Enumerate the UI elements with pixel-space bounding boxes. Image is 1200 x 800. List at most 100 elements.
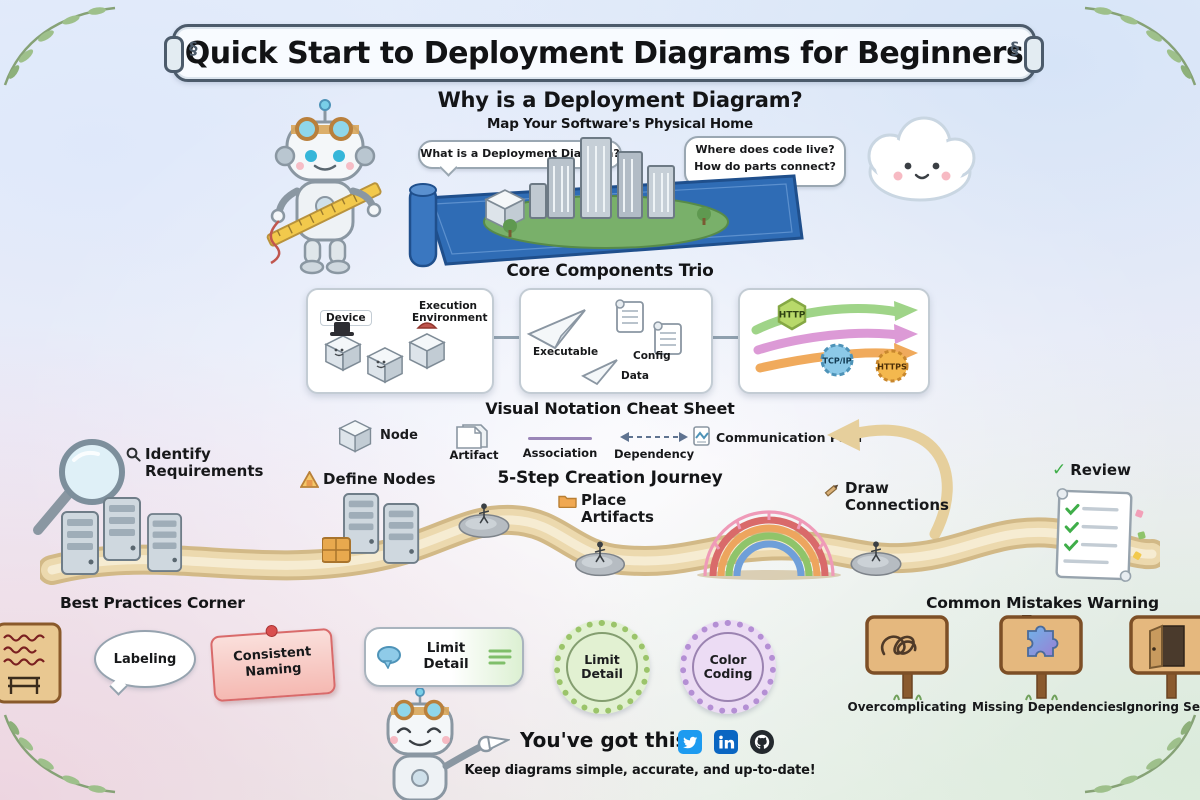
folder-icon [558,495,577,508]
step5-label: Review [1070,461,1131,479]
corner-vine-bottom-left [3,713,117,796]
corner-vine-top-left [3,4,117,87]
svg-text:HTTP: HTTP [779,311,806,321]
speech-bubble-line1: Where does code live? [695,143,835,156]
title-banner: § § Quick Start to Deployment Diagrams f… [164,24,1044,82]
banner-scroll-ornament-right: § [1010,39,1020,59]
server-rack-left [61,497,183,575]
list-lines-icon [488,649,512,665]
robot-mascot [266,99,382,275]
speech-bubble-what-is-text: What is a Deployment Diagram? [420,147,620,160]
labeling-bubble: Labeling [94,630,196,688]
review-checklist-scroll [1055,488,1146,582]
path-stone-3 [850,540,902,576]
step-place-artifacts: Place Artifacts [558,492,664,526]
association-label: Association [522,446,598,460]
footer-tagline: Keep diagrams simple, accurate, and up-t… [464,763,816,778]
cloud-character [867,116,976,202]
path-stone-2 [574,540,626,577]
magnifier-illustration [33,439,125,535]
ignoring-security-sign [1129,615,1200,699]
protocol-badge-tcpip: TCP/IP [820,343,854,377]
communication-path-label: Communication Path [716,430,862,445]
protocol-badge-https: HTTPS [875,349,909,383]
best-practices-heading: Best Practices Corner [60,594,245,612]
swoop-arrow [827,419,953,540]
missing-dependencies-label: Missing Dependencies [972,700,1123,714]
footer-robot [386,688,510,800]
twitter-icon [678,730,702,754]
protocol-badge-http: HTTP [777,297,807,331]
executable-label: Executable [533,346,599,358]
execution-environment-label: Execution Environment [412,300,488,325]
ignoring-security-label: Ignoring Security [1122,700,1200,714]
badge-inner-ring [692,632,764,702]
banner-scroll-ornament-left: § [189,39,198,59]
core-box-artifacts: Executable Config Data [519,288,713,394]
overcomplicating-label: Overcomplicating [847,700,967,714]
city-buildings [529,137,675,219]
protocol-arrows: HTTP TCP/IP HTTPS [751,297,918,383]
artifact-icon [456,424,488,449]
limit-detail-pill: Limit Detail [364,627,524,687]
server-rack-define [322,493,420,564]
cube-characters [325,322,445,383]
pencil-icon [824,484,839,497]
linkedin-icon [714,730,739,754]
poster-title: Quick Start to Deployment Diagrams for B… [184,35,1024,71]
github-icon [750,730,775,754]
config-label: Config [633,350,671,362]
journey-heading: 5-Step Creation Journey [497,468,723,488]
social-icons [678,730,781,754]
consistent-naming-label: Consistent Naming [232,644,312,681]
journey-path [40,504,1160,585]
notation-heading: Visual Notation Cheat Sheet [485,399,735,418]
overcomplicating-sign [865,615,949,701]
svg-text:TCP/IP: TCP/IP [823,357,852,366]
corner-vine-top-right [1083,4,1197,87]
step-identify-requirements: Identify Requirements [126,445,264,480]
step-review: ✓ Review [1052,462,1131,479]
node-triangle-icon [300,471,319,488]
step4-label: Draw Connections [845,479,949,514]
device-label: Device [320,310,372,327]
box-connector-1 [488,336,521,339]
step3-label: Place Artifacts [581,491,654,526]
data-label: Data [621,370,649,382]
dependency-arrow-icon [620,432,688,442]
limit-detail-badge-label: Limit Detail [581,651,623,681]
speech-bubble-icon [377,646,401,669]
step-draw-connections: Draw Connections [824,479,949,514]
banner-endcap-right [1024,36,1044,73]
core-box-nodes: Device Execution Environment [306,288,494,394]
step-define-nodes: Define Nodes [300,471,436,488]
step1-label: Identify Requirements [145,445,264,480]
box-connector-2 [707,336,740,339]
banner-endcap-left [164,36,184,73]
dependency-label: Dependency [614,447,695,461]
artifact-icons [526,299,682,386]
check-icon: ✓ [1052,460,1067,480]
labeling-label: Labeling [113,651,177,667]
missing-dependencies-sign [999,615,1083,701]
color-coding-label: Color Coding [703,651,753,681]
rainbow-bridge [697,510,841,580]
search-icon [126,447,141,462]
limit-detail-label: Limit Detail [423,640,469,672]
path-stone-1 [458,502,510,538]
corner-vine-bottom-right [1083,713,1197,796]
footer-message: You've got this! [520,728,697,752]
communication-path-icon [693,426,710,446]
step2-label: Define Nodes [323,470,436,488]
consistent-naming-note: Consistent Naming [209,624,337,703]
speech-bubble-line2: How do parts connect? [694,160,836,174]
svg-text:HTTPS: HTTPS [877,363,907,372]
why-heading: Why is a Deployment Diagram? [437,88,803,112]
artifact-label: Artifact [449,448,499,462]
node-label: Node [380,428,418,443]
blueprint-city-illustration [408,137,804,268]
association-line [528,437,592,440]
core-heading: Core Components Trio [506,261,714,281]
color-coding-badge: Color Coding [680,620,776,714]
